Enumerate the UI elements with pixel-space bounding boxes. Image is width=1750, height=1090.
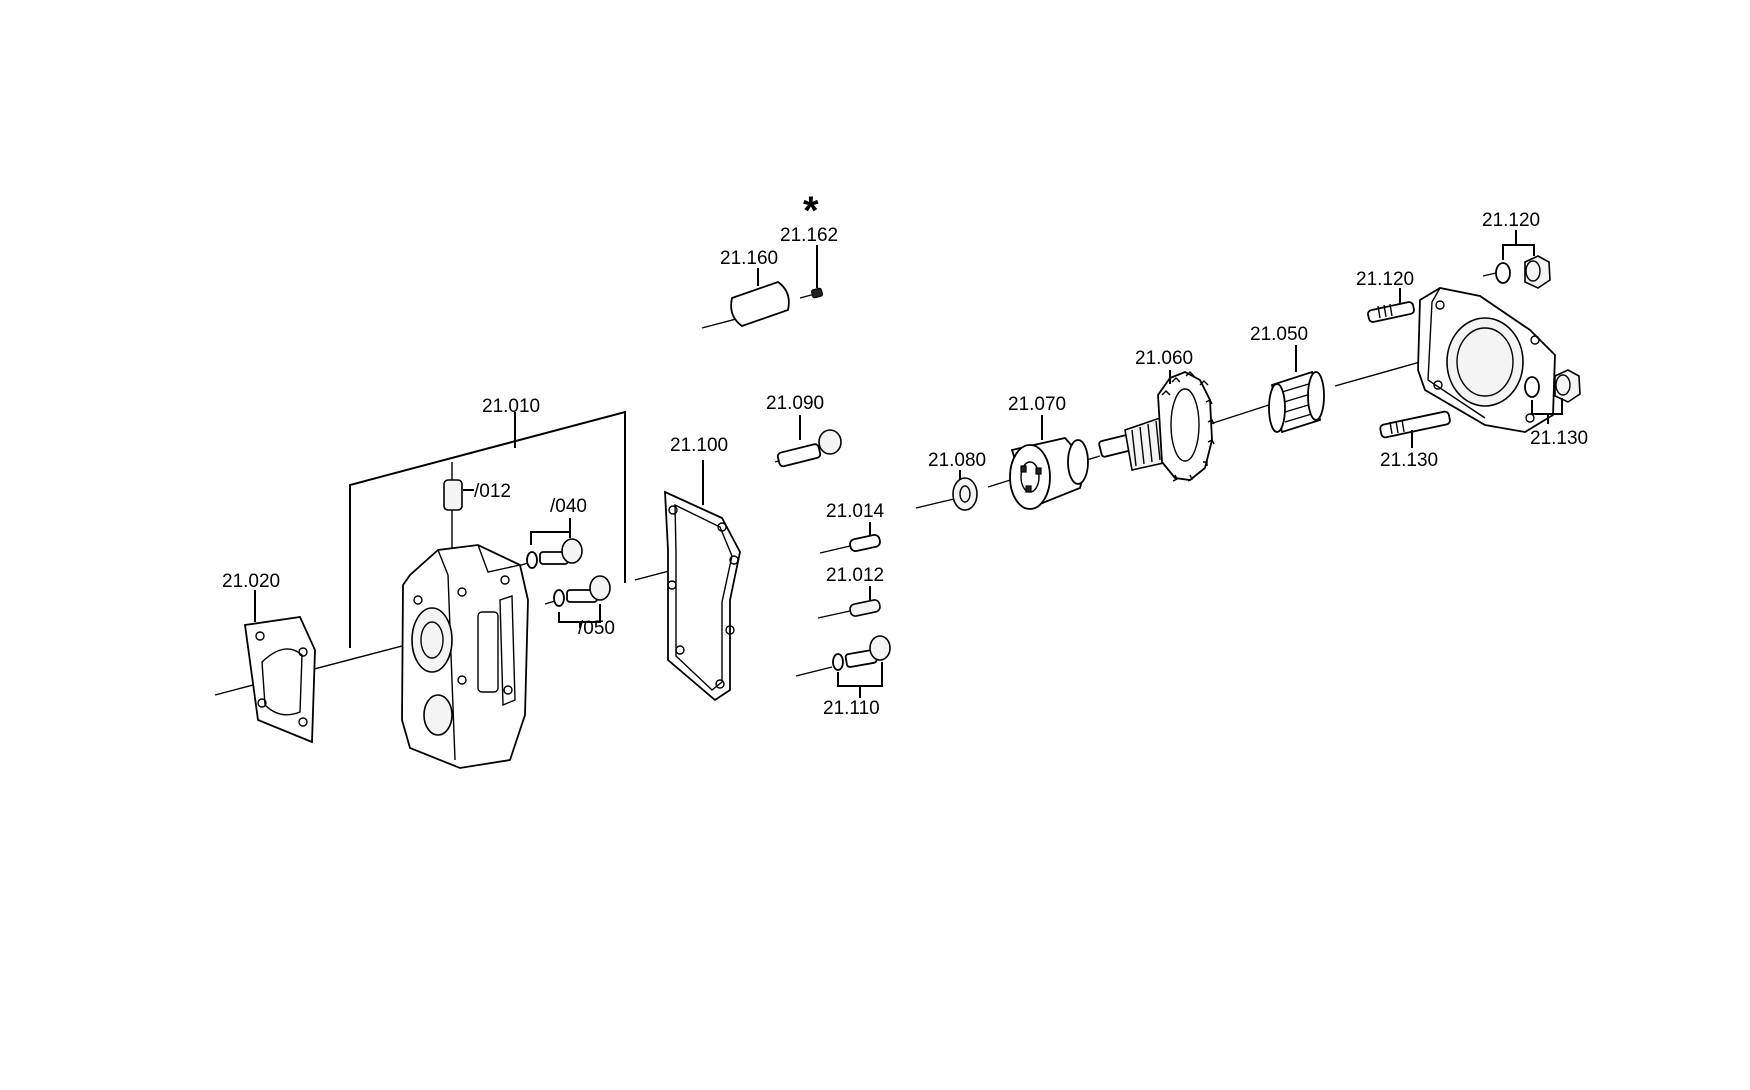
gasket-21-020 (243, 616, 316, 744)
label-21-020: 21.020 (222, 571, 280, 592)
flange-cover (1417, 287, 1556, 433)
label-21-080: 21.080 (928, 450, 986, 471)
screw-21-162 (811, 287, 823, 299)
label-21-010: 21.010 (482, 396, 540, 417)
housing-21-010 (401, 544, 529, 769)
label-21-120-b: 21.120 (1482, 210, 1540, 231)
label-21-014: 21.014 (826, 501, 885, 522)
bolt-21-090 (776, 429, 842, 468)
bearing-21-050 (1268, 370, 1325, 434)
label-21-090: 21.090 (766, 393, 824, 414)
marker-asterisk: * (803, 189, 819, 233)
screw-21-110 (832, 635, 891, 671)
label-21-110: 21.110 (823, 698, 880, 719)
label-21-130-b: 21.130 (1530, 428, 1588, 449)
label-21-100: 21.100 (670, 435, 728, 456)
coupling-21-070 (1009, 437, 1089, 510)
label-21-162: 21.162 (780, 225, 838, 246)
pin-21-014 (849, 534, 881, 552)
label-21-120-a: 21.120 (1356, 269, 1414, 290)
screw-040 (526, 538, 583, 569)
nut-washer-21-120 (1495, 255, 1551, 289)
plate-21-160 (730, 280, 790, 328)
label-012-sub: /012 (474, 481, 511, 502)
label-21-070: 21.070 (1008, 394, 1066, 415)
nut-washer-21-130 (1524, 369, 1581, 403)
gasket-21-100 (664, 490, 741, 702)
label-050-sub: /050 (578, 618, 615, 639)
pin-012 (443, 462, 463, 548)
pin-21-012 (849, 599, 881, 617)
label-21-060: 21.060 (1135, 348, 1193, 369)
label-21-160: 21.160 (720, 248, 778, 269)
label-21-130-a: 21.130 (1380, 450, 1438, 471)
part-labels: 21.010 /012 /040 /050 21.020 21.100 21.0… (222, 210, 1588, 719)
gear-shaft-21-060 (1098, 371, 1215, 482)
label-040-sub: /040 (550, 496, 587, 517)
leader-lines (254, 230, 1563, 698)
stud-21-130 (1379, 410, 1451, 439)
stud-21-120 (1367, 301, 1415, 323)
ring-21-080 (952, 477, 978, 511)
label-21-050: 21.050 (1250, 324, 1308, 345)
screw-050 (553, 575, 611, 607)
label-21-012: 21.012 (826, 565, 884, 586)
